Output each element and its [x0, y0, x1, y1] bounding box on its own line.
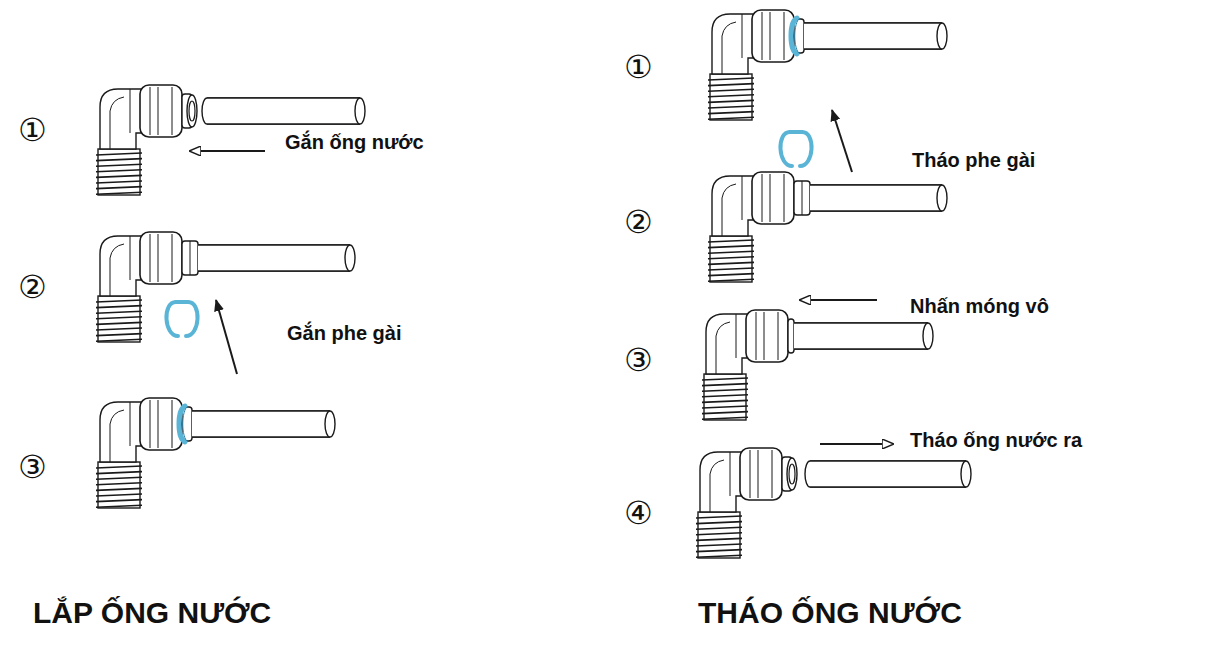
step-number: ②	[18, 269, 47, 306]
water-pipe	[794, 323, 933, 349]
instruction-label: Tháo ống nước ra	[910, 429, 1082, 452]
section-heading: THÁO ỐNG NƯỚC	[698, 596, 962, 631]
water-pipe	[202, 98, 365, 124]
section-heading: LẮP ỐNG NƯỚC	[33, 596, 271, 631]
male-thread	[708, 236, 754, 282]
male-thread	[96, 462, 142, 508]
instruction-label: Tháo phe gài	[912, 149, 1035, 172]
male-thread	[96, 149, 142, 195]
male-thread	[696, 512, 742, 558]
direction-arrow	[820, 443, 893, 445]
step-number: ③	[18, 449, 47, 486]
elbow-fitting	[696, 448, 971, 558]
instruction-label: Gắn phe gài	[287, 322, 401, 345]
instruction-label: Gắn ống nước	[285, 131, 424, 154]
step-number: ①	[624, 49, 653, 86]
retaining-clip	[166, 302, 197, 336]
direction-arrow	[832, 110, 852, 172]
retaining-clip	[780, 132, 811, 166]
retaining-clip	[791, 18, 800, 54]
male-thread	[702, 374, 748, 420]
water-pipe	[810, 185, 947, 211]
water-pipe	[804, 23, 947, 49]
water-pipe	[192, 411, 335, 437]
step-number: ④	[624, 495, 653, 532]
elbow-fitting	[708, 10, 947, 120]
elbow-fitting	[708, 172, 947, 282]
retaining-clip	[179, 406, 188, 442]
step-number: ③	[624, 342, 653, 379]
male-thread	[708, 74, 754, 120]
water-pipe	[805, 461, 971, 487]
water-pipe	[198, 245, 355, 271]
step-number: ②	[624, 204, 653, 241]
direction-arrow	[190, 150, 265, 152]
direction-arrow	[800, 299, 877, 301]
direction-arrow	[216, 300, 237, 374]
elbow-fitting	[702, 310, 933, 420]
instruction-label: Nhấn móng vô	[910, 295, 1049, 318]
male-thread	[96, 296, 142, 342]
elbow-fitting	[96, 398, 335, 508]
step-number: ①	[18, 112, 47, 149]
